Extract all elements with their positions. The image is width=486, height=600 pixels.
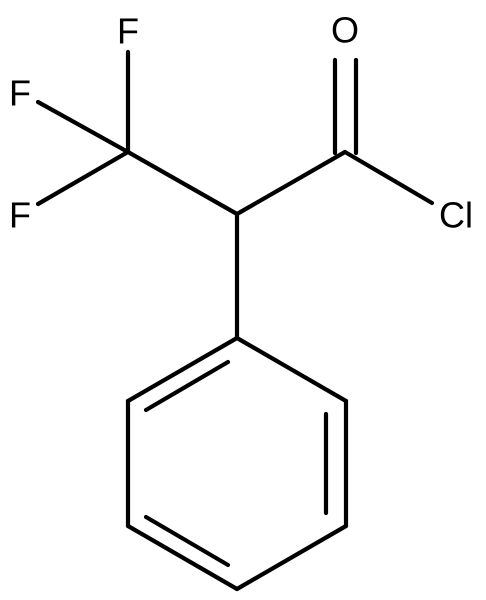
atom-f-top: F [117, 11, 139, 52]
ring-bond-3 [234, 523, 349, 592]
atom-f-middle: F [9, 73, 31, 114]
bond-cf3-ch [125, 149, 240, 217]
ring-bond-6 [125, 335, 240, 404]
atom-oxygen: O [331, 10, 359, 51]
bond-ch-carbonyl [234, 149, 348, 217]
ring-bond-1 [234, 335, 349, 404]
ring-inner-bond-bottom [143, 514, 231, 568]
ring-bond-4 [125, 523, 240, 592]
bond-c-f-middle [35, 99, 131, 155]
bond-c-f-bottom [35, 149, 131, 207]
bond-c-cl [342, 149, 435, 206]
atom-chlorine: Cl [439, 195, 473, 236]
atom-f-bottom: F [9, 195, 31, 236]
ring-inner-bond-top [143, 359, 231, 413]
